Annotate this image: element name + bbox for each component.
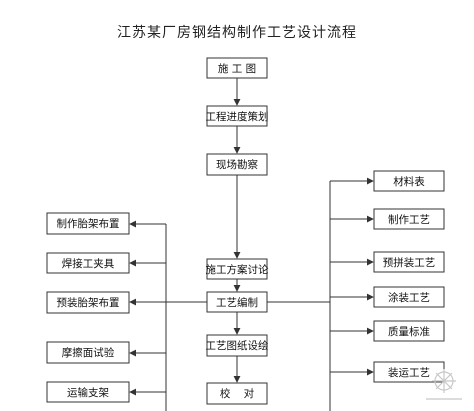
step-label: 预装胎架布置 bbox=[57, 296, 120, 309]
step-label: 施 工 图 bbox=[218, 62, 256, 75]
step-label: 装运工艺 bbox=[388, 366, 430, 379]
left-step-friction-test: 摩擦面试验 bbox=[46, 341, 130, 364]
step-label: 制作胎架布置 bbox=[57, 217, 120, 230]
step-label: 工艺图纸设绘 bbox=[206, 339, 269, 352]
step-label: 焊接工夹具 bbox=[62, 257, 115, 270]
watermark-logo-icon bbox=[426, 369, 462, 400]
step-label: 摩擦面试验 bbox=[62, 346, 115, 359]
left-step-preassembly-jig: 预装胎架布置 bbox=[46, 291, 130, 314]
right-step-shipping-process: 装运工艺 bbox=[373, 361, 445, 383]
right-step-fabrication-process: 制作工艺 bbox=[373, 208, 445, 230]
step-label: 工艺编制 bbox=[216, 296, 258, 309]
step-label: 预拼装工艺 bbox=[383, 256, 436, 269]
right-step-quality-standard: 质量标准 bbox=[373, 320, 445, 342]
diagram-title: 江苏某厂房钢结构制作工艺设计流程 bbox=[117, 25, 357, 41]
step-scheme-discussion: 施工方案讨论 bbox=[206, 258, 269, 280]
step-construction-drawing: 施 工 图 bbox=[206, 57, 268, 79]
right-step-preassembly-process: 预拼装工艺 bbox=[373, 251, 445, 273]
step-label: 材料表 bbox=[393, 175, 425, 188]
step-schedule-planning: 工程进度策划 bbox=[206, 105, 269, 127]
step-site-survey: 现场勘察 bbox=[206, 153, 268, 176]
step-label: 现场勘察 bbox=[216, 158, 258, 171]
right-step-material-list: 材料表 bbox=[373, 170, 445, 192]
flow-connectors bbox=[129, 78, 374, 411]
left-step-welding-fixture: 焊接工夹具 bbox=[46, 252, 130, 274]
step-label: 校 对 bbox=[220, 387, 255, 400]
step-process-drawing: 工艺图纸设绘 bbox=[206, 334, 269, 357]
step-label: 涂装工艺 bbox=[388, 291, 430, 304]
step-label: 施工方案讨论 bbox=[206, 263, 269, 276]
step-label: 制作工艺 bbox=[388, 213, 430, 226]
step-label: 运输支架 bbox=[67, 386, 109, 399]
left-step-jig-layout: 制作胎架布置 bbox=[46, 212, 130, 235]
step-process-compilation: 工艺编制 bbox=[206, 291, 268, 313]
step-label: 质量标准 bbox=[388, 326, 430, 338]
step-label: 工程进度策划 bbox=[206, 110, 269, 123]
left-step-transport-support: 运输支架 bbox=[46, 381, 130, 403]
step-proofreading: 校 对 bbox=[206, 382, 268, 405]
right-step-coating-process: 涂装工艺 bbox=[373, 286, 445, 308]
